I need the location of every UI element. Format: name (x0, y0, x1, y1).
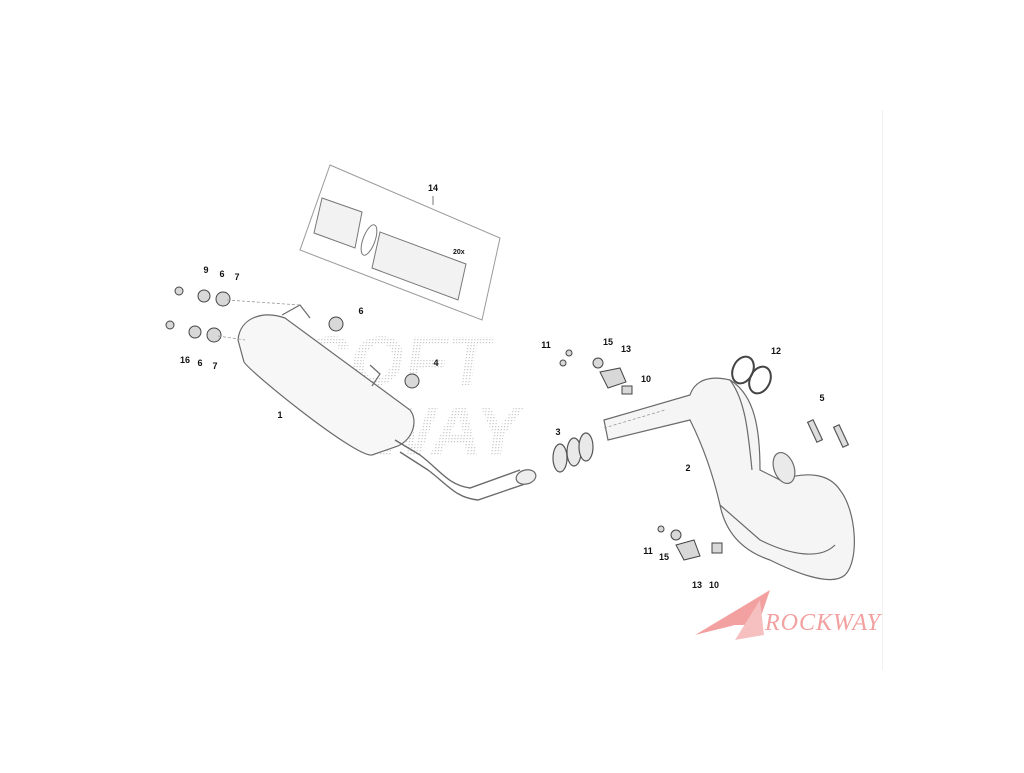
part-label-15: 15 (658, 552, 670, 562)
header-pipe (603, 377, 855, 580)
part-label-11: 11 (643, 546, 653, 556)
rockway-brand: ROCKWAY (765, 610, 882, 636)
muffler (237, 304, 537, 501)
part-label-1: 1 (277, 410, 283, 420)
part-label-14: 14 (427, 183, 439, 193)
springs (806, 418, 850, 449)
part-label-9: 9 (203, 265, 209, 275)
gaskets (731, 355, 772, 395)
repair-kit-box (299, 164, 501, 321)
part-label-13: 13 (691, 580, 703, 590)
part-label-3: 3 (555, 427, 561, 437)
hardware-left (165, 286, 420, 389)
part-label-6: 6 (358, 306, 364, 316)
quantity-note: 20x (453, 249, 465, 256)
part-label-16: 16 (179, 355, 191, 365)
part-label-12: 12 (770, 346, 782, 356)
rockway-logo-icon (695, 590, 770, 640)
part-label-7: 7 (212, 361, 218, 371)
part-label-4: 4 (433, 358, 439, 368)
coupler-spring-section (552, 432, 594, 473)
leader-lines (217, 299, 666, 429)
right-divider (882, 110, 883, 670)
part-label-2: 2 (685, 463, 691, 473)
part-label-7: 7 (234, 272, 240, 282)
part-label-11: 11 (541, 340, 551, 350)
part-label-6: 6 (197, 358, 203, 368)
part-label-10: 10 (640, 374, 652, 384)
part-label-6: 6 (219, 269, 225, 279)
part-label-15: 15 (602, 337, 614, 347)
hardware-right (559, 349, 723, 561)
part-label-13: 13 (620, 344, 632, 354)
part-label-5: 5 (819, 393, 825, 403)
part-label-10: 10 (708, 580, 720, 590)
